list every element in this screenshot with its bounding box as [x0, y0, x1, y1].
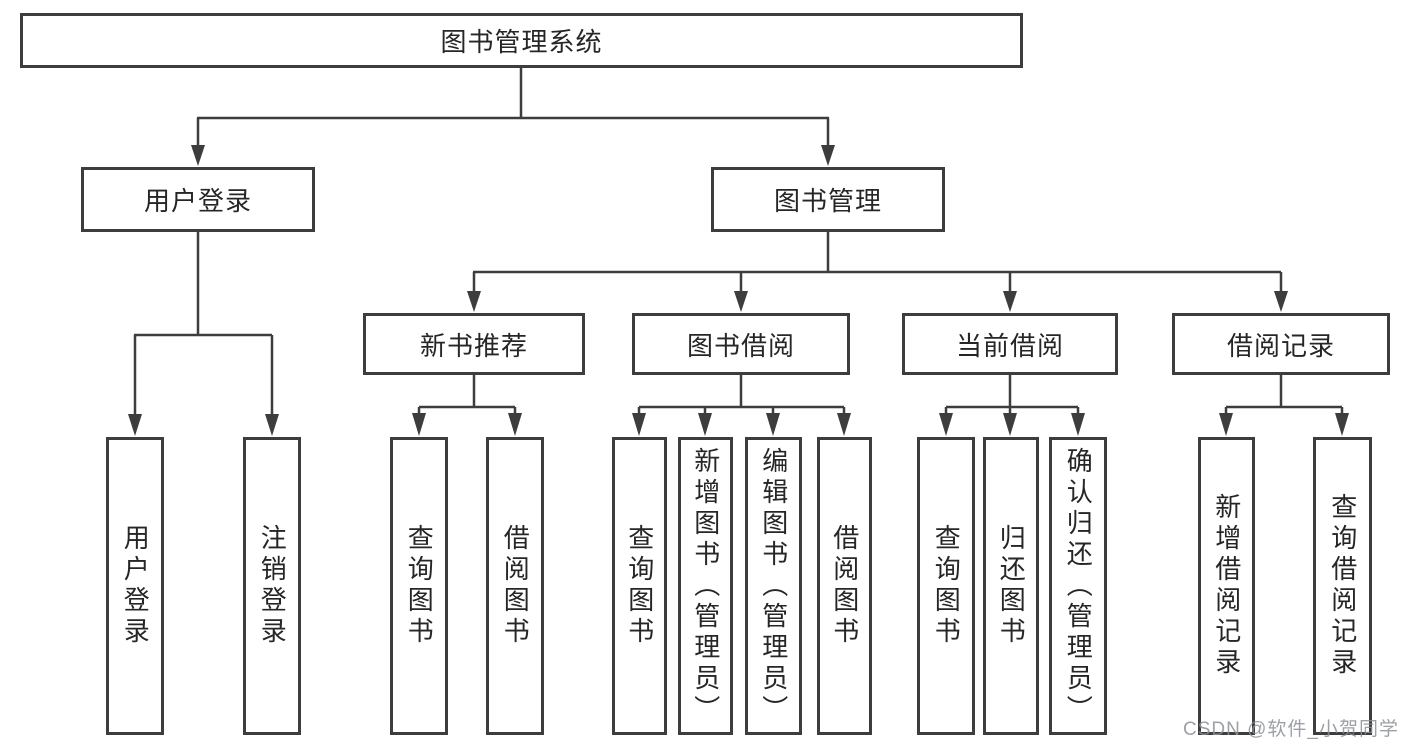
leaf-current-query-book: 查询图书: [917, 437, 975, 735]
node-label: 注销登录: [257, 524, 288, 648]
leaf-borrow-borrow-book: 借阅图书: [817, 437, 872, 735]
node-user-login: 用户登录: [81, 167, 315, 232]
node-label: 图书管理系统: [440, 27, 603, 57]
leaf-recommend-borrow-book: 借阅图书: [486, 437, 544, 735]
node-current-borrow: 当前借阅: [902, 313, 1118, 375]
node-root-library-system: 图书管理系统: [20, 13, 1023, 68]
node-label: 借阅图书: [500, 524, 531, 648]
node-label: 用户登录: [143, 186, 252, 216]
node-book-borrow: 图书借阅: [632, 313, 850, 375]
node-label: 当前借阅: [955, 330, 1064, 361]
node-label: 查询图书: [624, 524, 655, 648]
node-label: 归还图书: [996, 524, 1027, 648]
node-book-management: 图书管理: [711, 167, 945, 232]
node-label: 新书推荐: [419, 330, 528, 361]
leaf-record-query: 查询借阅记录: [1313, 437, 1372, 735]
node-borrow-record: 借阅记录: [1172, 313, 1390, 375]
leaf-current-return-book: 归还图书: [983, 437, 1039, 735]
leaf-current-confirm-return-admin: 确认归还（管理员）: [1049, 437, 1107, 735]
node-label: 新增借阅记录: [1211, 493, 1242, 679]
node-new-book-recommend: 新书推荐: [363, 313, 585, 375]
node-label: 借阅图书: [829, 524, 860, 648]
leaf-borrow-edit-book-admin: 编辑图书（管理员）: [745, 437, 802, 735]
node-label: 查询借阅记录: [1327, 493, 1358, 679]
node-label: 查询图书: [931, 524, 962, 648]
node-label: 新增图书（管理员）: [690, 446, 721, 726]
csdn-watermark: CSDN @软件_小贺同学: [1183, 719, 1399, 740]
leaf-user-login: 用户登录: [106, 437, 164, 735]
leaf-logout-login: 注销登录: [243, 437, 301, 735]
leaf-recommend-query-book: 查询图书: [390, 437, 448, 735]
node-label: 用户登录: [120, 524, 151, 648]
node-label: 借阅记录: [1226, 330, 1335, 361]
leaf-borrow-query-book: 查询图书: [612, 437, 667, 735]
node-label: 图书借阅: [686, 330, 795, 361]
node-label: 确认归还（管理员）: [1063, 446, 1094, 726]
node-label: 查询图书: [404, 524, 435, 648]
leaf-record-add: 新增借阅记录: [1198, 437, 1255, 735]
leaf-borrow-add-book-admin: 新增图书（管理员）: [678, 437, 733, 735]
node-label: 编辑图书（管理员）: [758, 446, 789, 726]
node-label: 图书管理: [773, 186, 882, 216]
